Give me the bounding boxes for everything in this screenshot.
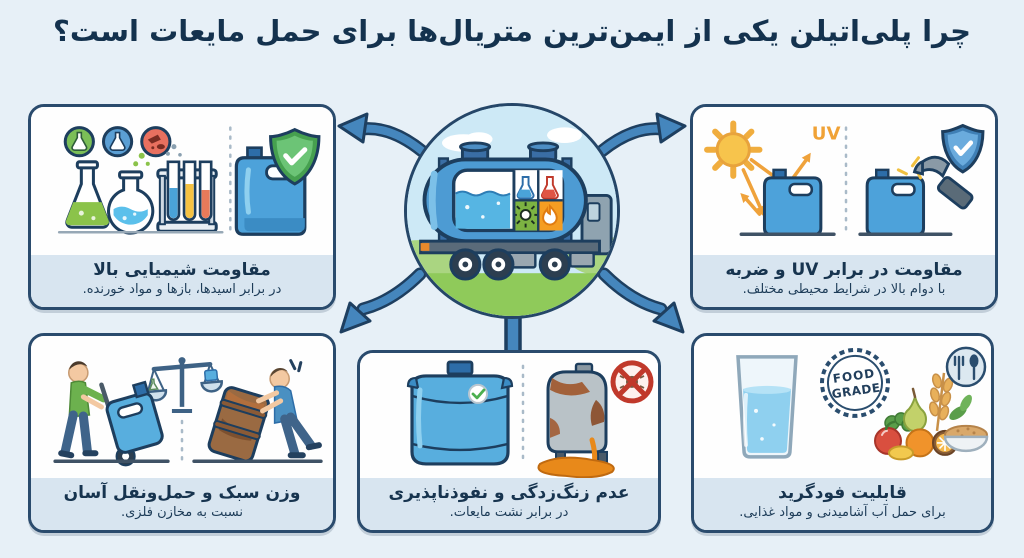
food-subtitle: برای حمل آب آشامیدنی و مواد غذایی. (739, 505, 946, 521)
chemical-subtitle: در برابر اسیدها، بازها و مواد خورنده. (82, 282, 282, 298)
pear-icon (903, 387, 927, 433)
check-badge-icon (471, 388, 486, 400)
page-title: چرا پلی‌اتیلن یکی از ایمن‌ترین متریال‌ها… (53, 14, 971, 48)
lemon-icon (888, 445, 914, 461)
food-title: قابلیت فودگرید (778, 482, 907, 503)
chemical-title: مقاومت شیمیایی بالا (93, 259, 271, 280)
panel-no-rust: عدم زنگ‌زدگی و نفوذناپذیری در برابر نشت … (357, 350, 661, 533)
man-with-metal-barrel (207, 359, 322, 463)
chemical-caption: مقاومت شیمیایی بالا در برابر اسیدها، باز… (31, 254, 333, 307)
panel-light-weight: وزن سبک و حمل‌ونقل آسان نسبت به مخازن فل… (28, 333, 336, 533)
bug-symbol-icon (512, 202, 539, 228)
food-grade-badge: FOOD GRADE (820, 347, 890, 418)
rust-title: عدم زنگ‌زدگی و نفوذناپذیری (388, 482, 630, 503)
weight-title: وزن سبک و حمل‌ونقل آسان (63, 482, 301, 503)
fork-spoon-icon (945, 346, 987, 388)
arrow-to-bottom-left-icon (339, 267, 427, 334)
test-tube-rack-icon (156, 144, 218, 233)
uv-art: UV (693, 107, 995, 255)
flame-icon (542, 203, 558, 226)
grass (407, 273, 617, 316)
hammer-icon (896, 155, 974, 210)
jerrycan-right-icon (865, 168, 926, 236)
green-flask-badge-icon (63, 126, 95, 158)
weight-subtitle: نسبت به مخازن فلزی. (120, 505, 244, 521)
leaf-icon (960, 394, 972, 412)
badge-food-text: FOOD (832, 366, 876, 386)
round-flask-blue-icon (107, 152, 155, 235)
arrow-to-top-right-icon (595, 112, 687, 158)
water-glass-icon (736, 355, 798, 459)
man-with-handtruck (58, 361, 164, 467)
no-rust-prohibition-icon (610, 360, 654, 404)
weight-caption: وزن سبک و حمل‌ونقل آسان نسبت به مخازن فل… (31, 477, 333, 530)
wheat-icon (935, 372, 946, 432)
arrow-to-bottom-right-icon (597, 267, 685, 334)
leak-puddle-icon (537, 456, 615, 478)
cloud-icon (547, 127, 582, 143)
rust-art (360, 353, 658, 478)
rust-subtitle: در برابر نشت مایعات. (449, 505, 569, 521)
corrosive-badge-icon (140, 126, 172, 158)
water-window (455, 190, 511, 229)
wheels (449, 248, 571, 281)
jerrycan-left-icon (762, 168, 823, 236)
balance-scale-icon (144, 357, 223, 413)
chassis (419, 239, 601, 269)
uv-title: مقاومت در برابر UV و ضربه (725, 259, 963, 280)
tank-body (422, 157, 588, 244)
food-art: FOOD GRADE (694, 336, 991, 478)
uv-label: UV (812, 124, 841, 145)
food-caption: قابلیت فودگرید برای حمل آب آشامیدنی و مو… (694, 477, 991, 530)
rust-caption: عدم زنگ‌زدگی و نفوذناپذیری در برابر نشت … (360, 477, 658, 530)
hazard-symbol-grid (512, 170, 563, 231)
arrow-to-top-left-icon (337, 112, 429, 158)
panel-food-grade: FOOD GRADE (691, 333, 994, 533)
grain-bowl-icon (943, 424, 989, 453)
blue-flask-badge-icon (101, 126, 134, 158)
red-flask-icon (541, 176, 559, 200)
apple-icon (874, 420, 902, 455)
panel-chemical-resistance: مقاومت شیمیایی بالا در برابر اسیدها، باز… (28, 104, 336, 310)
badge-grade-text: GRADE (831, 381, 882, 402)
weight-art (31, 336, 333, 478)
foods-icons (874, 372, 989, 461)
shield-check-green-icon (269, 127, 321, 186)
chemical-art (31, 107, 333, 255)
sun-icon (704, 120, 763, 179)
erlenmeyer-flask-green-icon (65, 160, 110, 229)
rusty-tank-icon (537, 362, 615, 478)
plastic-drum-icon (406, 360, 514, 466)
uv-caption: مقاومت در برابر UV و ضربه با دوام بالا د… (693, 254, 995, 307)
panel-uv-impact-resistance: UV (690, 104, 998, 310)
shield-check-blue-icon (941, 123, 985, 174)
blue-flask-icon (516, 176, 535, 200)
uv-subtitle: با دوام بالا در شرایط محیطی مختلف. (742, 282, 946, 298)
center-tanker-illustration (404, 103, 620, 319)
